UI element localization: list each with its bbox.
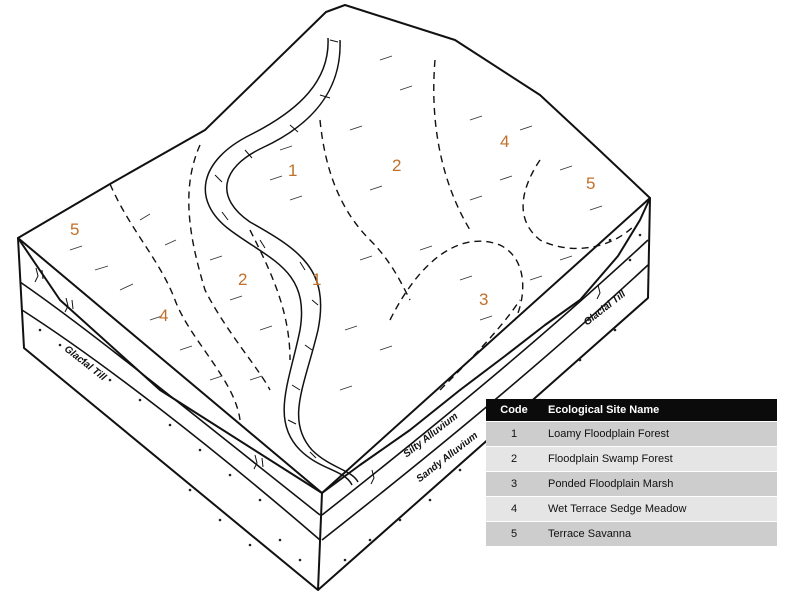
legend-site-name: Ponded Floodplain Marsh <box>542 471 777 497</box>
top-surface <box>17 4 651 494</box>
legend-header-row: Code Ecological Site Name <box>486 399 777 422</box>
front-right-face <box>317 197 651 591</box>
legend-header-code: Code <box>486 399 542 422</box>
legend-row: 5 Terrace Savanna <box>486 521 777 546</box>
zone-label-5-right: 5 <box>586 174 596 193</box>
layer-lines <box>19 239 649 541</box>
front-left-face <box>17 237 323 591</box>
legend-table: Code Ecological Site Name 1 Loamy Floodp… <box>486 399 777 546</box>
root-marks <box>34 267 601 485</box>
legend-code: 1 <box>486 421 542 447</box>
legend-site-name: Loamy Floodplain Forest <box>542 421 777 447</box>
legend-header-name: Ecological Site Name <box>542 399 777 422</box>
legend-row: 3 Ponded Floodplain Marsh <box>486 471 777 497</box>
zone-label-2-right: 2 <box>392 156 402 175</box>
legend-row: 1 Loamy Floodplain Forest <box>486 421 777 447</box>
zone-label-1-upper: 1 <box>288 161 298 180</box>
legend-code: 3 <box>486 471 542 497</box>
zone-label-4-right: 4 <box>500 132 510 151</box>
legend-site-name: Floodplain Swamp Forest <box>542 446 777 472</box>
block-outline <box>17 4 651 591</box>
river-channel <box>204 37 359 486</box>
zone-label-1-lower: 1 <box>312 270 322 289</box>
legend-site-name: Wet Terrace Sedge Meadow <box>542 496 777 522</box>
legend-site-name: Terrace Savanna <box>542 521 777 546</box>
zone-label-2-left: 2 <box>238 270 248 289</box>
legend-code: 5 <box>486 521 542 546</box>
zone-label-3: 3 <box>479 290 489 309</box>
zone-label-5-left: 5 <box>70 220 80 239</box>
surface-hatching <box>69 55 603 391</box>
legend-row: 4 Wet Terrace Sedge Meadow <box>486 496 777 522</box>
legend-code: 4 <box>486 496 542 522</box>
zone-boundaries <box>109 59 636 421</box>
legend-row: 2 Floodplain Swamp Forest <box>486 446 777 472</box>
legend-code: 2 <box>486 446 542 472</box>
zone-label-4-left: 4 <box>159 306 169 325</box>
